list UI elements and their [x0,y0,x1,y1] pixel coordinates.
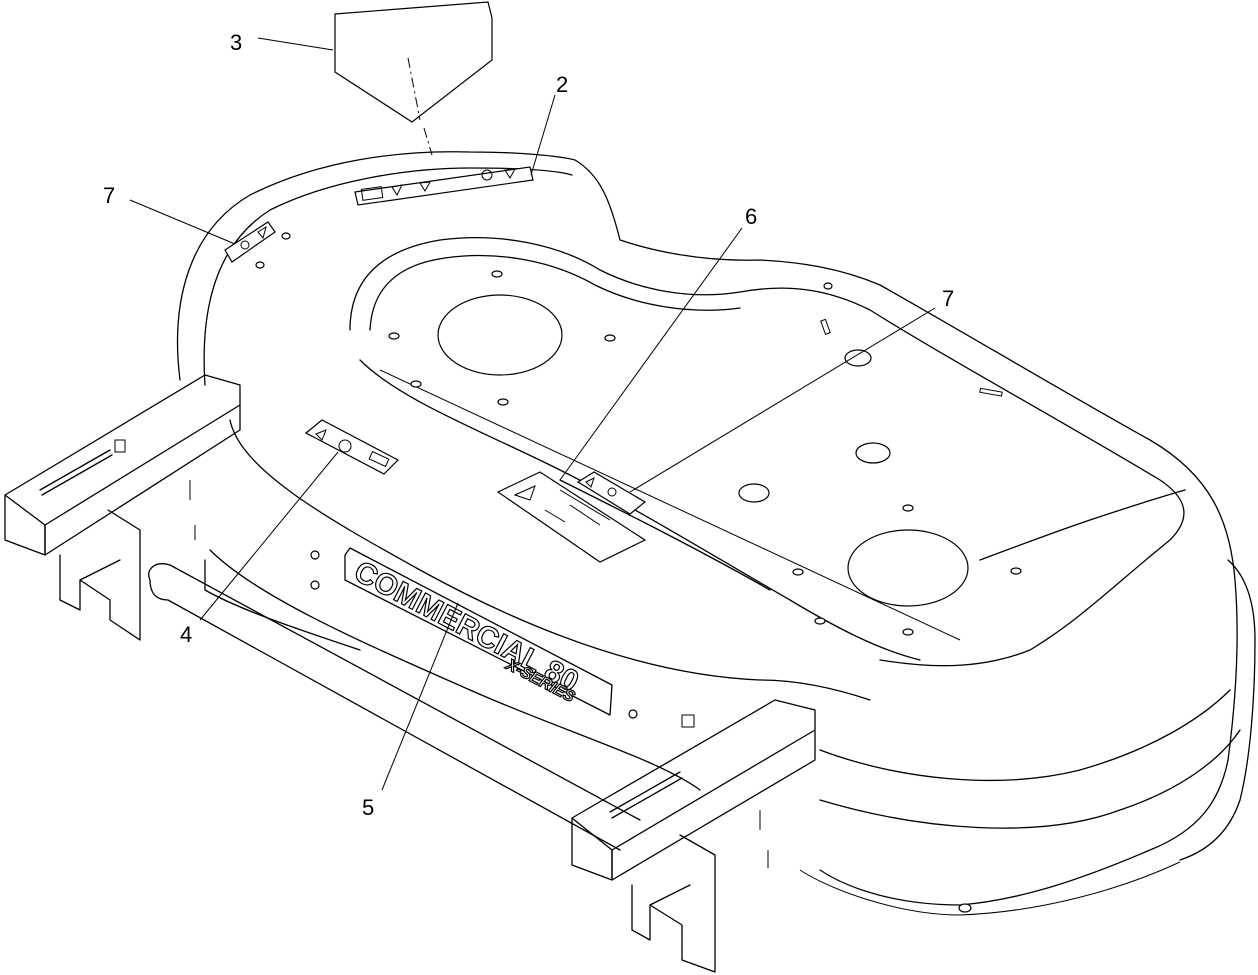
decal-6 [496,471,647,563]
callout-4: 4 [180,622,192,647]
callout-7-left: 7 [103,183,115,208]
callout-5: 5 [362,795,374,820]
leader-lines [129,37,936,791]
right-mount-bracket [571,699,816,973]
callout-2: 2 [556,72,568,97]
decal-7-right [576,471,647,515]
wordmark-plate: COMMERCIAL 80 X-SERIES [344,547,613,716]
left-mount-bracket [4,374,241,641]
decal-2 [354,166,534,206]
deck-shell [176,151,1256,916]
decal-3-loose [334,1,493,156]
roller-tube [148,563,641,851]
decal-4 [304,419,400,475]
callout-7-right: 7 [942,286,954,311]
deck-holes [255,232,1022,913]
callout-6: 6 [745,204,757,229]
callout-labels: 3 2 7 6 7 4 5 [103,30,954,820]
callout-3: 3 [230,30,242,55]
decal-7-left [224,221,276,263]
